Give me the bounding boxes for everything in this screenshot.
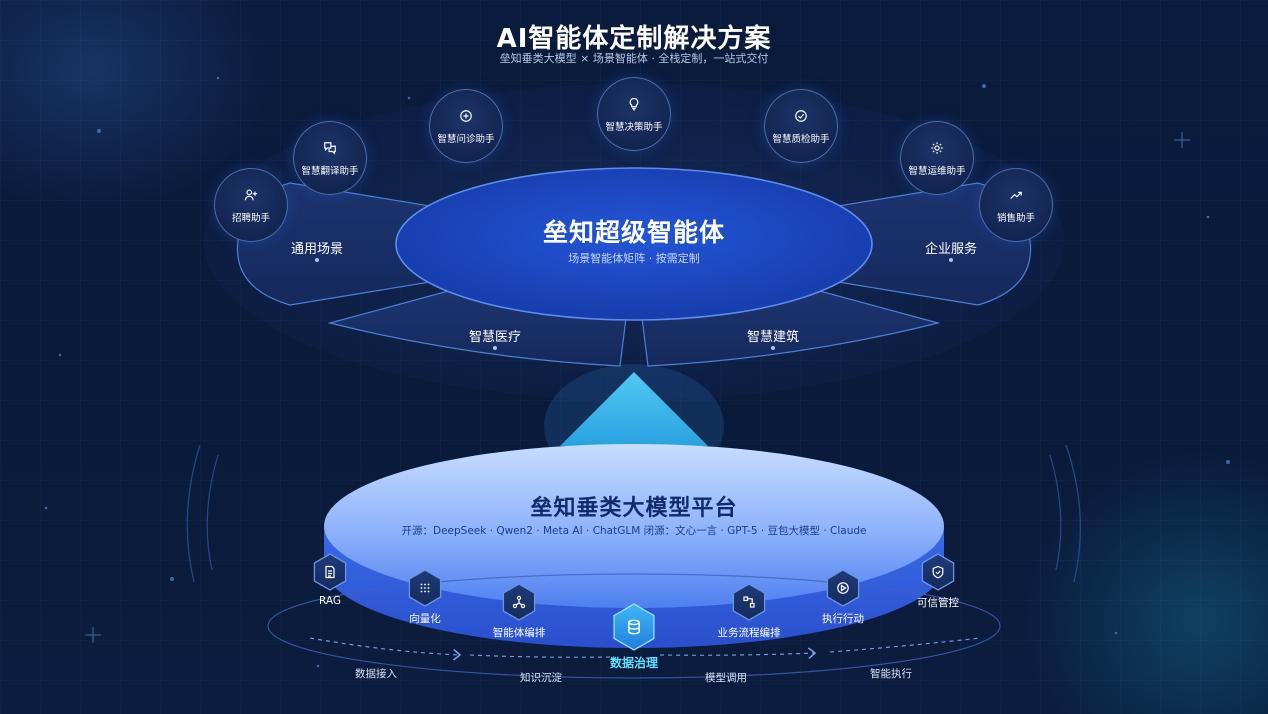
platform-top	[324, 444, 944, 608]
sector-label-bottom-left: 智慧医疗	[468, 330, 522, 345]
capability-label-data-governance: 数据治理	[609, 656, 659, 670]
network-icon	[512, 595, 526, 609]
assistant-label: 智慧翻译助手	[301, 165, 359, 177]
sector-label-left: 通用场景	[290, 242, 344, 257]
flow-arc-center	[469, 654, 611, 658]
assistant-label: 智慧运维助手	[908, 165, 966, 177]
shield-check-icon	[932, 565, 944, 579]
page-subtitle: 垒知垂类大模型 × 场景智能体 · 全栈定制，一站式交付	[499, 52, 769, 65]
assistant-bubble-sales[interactable]: 销售助手	[979, 168, 1053, 242]
sector-label-bottom-right: 智慧建筑	[746, 330, 800, 345]
pyramid-connector	[560, 372, 708, 446]
trend-up-icon	[1009, 187, 1023, 206]
capability-label-execute: 执行行动	[822, 613, 864, 625]
capability-hexagon[interactable]	[826, 569, 860, 607]
database-icon	[628, 619, 640, 635]
assistant-bubble-inspection[interactable]: 智慧质检助手	[764, 89, 838, 163]
hexagons	[313, 553, 955, 651]
assistant-label: 智慧问诊助手	[437, 133, 495, 145]
sector-label-right: 企业服务	[924, 242, 978, 257]
capability-hexagon[interactable]	[732, 583, 766, 621]
flow-label: 模型调用	[705, 672, 747, 684]
capability-label-trust: 可信管控	[917, 597, 959, 609]
assistant-bubble-ops[interactable]: 智慧运维助手	[900, 121, 974, 195]
user-plus-icon	[244, 187, 258, 206]
platform-models: 开源：DeepSeek · Qwen2 · Meta AI · ChatGLM …	[401, 525, 867, 537]
check-circle-icon	[794, 108, 808, 127]
assistant-bubble-recruit[interactable]: 招聘助手	[214, 168, 288, 242]
assistant-bubble-decision[interactable]: 智慧决策助手	[597, 77, 671, 151]
gear-icon	[930, 140, 944, 159]
capability-label-vector: 向量化	[409, 613, 441, 625]
assistant-label: 招聘助手	[231, 212, 270, 224]
capability-hexagon[interactable]	[613, 603, 655, 651]
hub-ellipse	[395, 167, 873, 321]
translate-icon	[323, 140, 337, 159]
assistant-label: 智慧质检助手	[772, 133, 830, 145]
platform-title: 垒知垂类大模型平台	[530, 496, 738, 521]
page-title: AI智能体定制解决方案	[496, 24, 772, 54]
flow-arc-right	[829, 637, 981, 653]
capability-hexagon[interactable]	[921, 553, 955, 591]
document-icon	[325, 565, 335, 579]
capability-label-agent-orchestration: 智能体编排	[492, 627, 546, 639]
orbit-ring	[267, 573, 1001, 679]
flow-label: 知识沉淀	[520, 672, 562, 684]
grid-dots-icon	[420, 583, 430, 593]
capability-label-rag: RAG	[318, 595, 342, 607]
assistant-label: 销售助手	[996, 212, 1035, 224]
assistant-bubble-translate[interactable]: 智慧翻译助手	[293, 121, 367, 195]
hub-title: 垒知超级智能体	[542, 218, 726, 247]
sector-dots	[315, 258, 953, 350]
flow-arc-left	[309, 637, 460, 655]
capability-label-workflow: 业务流程编排	[717, 627, 781, 639]
assistant-bubble-consult[interactable]: 智慧问诊助手	[429, 89, 503, 163]
play-icon	[837, 582, 849, 594]
decorative-stars	[44, 76, 1230, 668]
assistant-label: 智慧决策助手	[605, 121, 663, 133]
flow-arc-mid	[659, 653, 815, 655]
lightbulb-icon	[627, 96, 641, 115]
plus-circle-icon	[459, 108, 473, 127]
decorative-side-arcs	[186, 444, 1082, 583]
capability-hexagon[interactable]	[313, 553, 347, 591]
hub-subtitle: 场景智能体矩阵 · 按需定制	[568, 252, 700, 265]
flow-label: 智能执行	[870, 668, 912, 680]
workflow-icon	[743, 596, 755, 608]
decorative-plus-marks	[85, 132, 1190, 643]
flow-label: 数据接入	[355, 668, 397, 680]
